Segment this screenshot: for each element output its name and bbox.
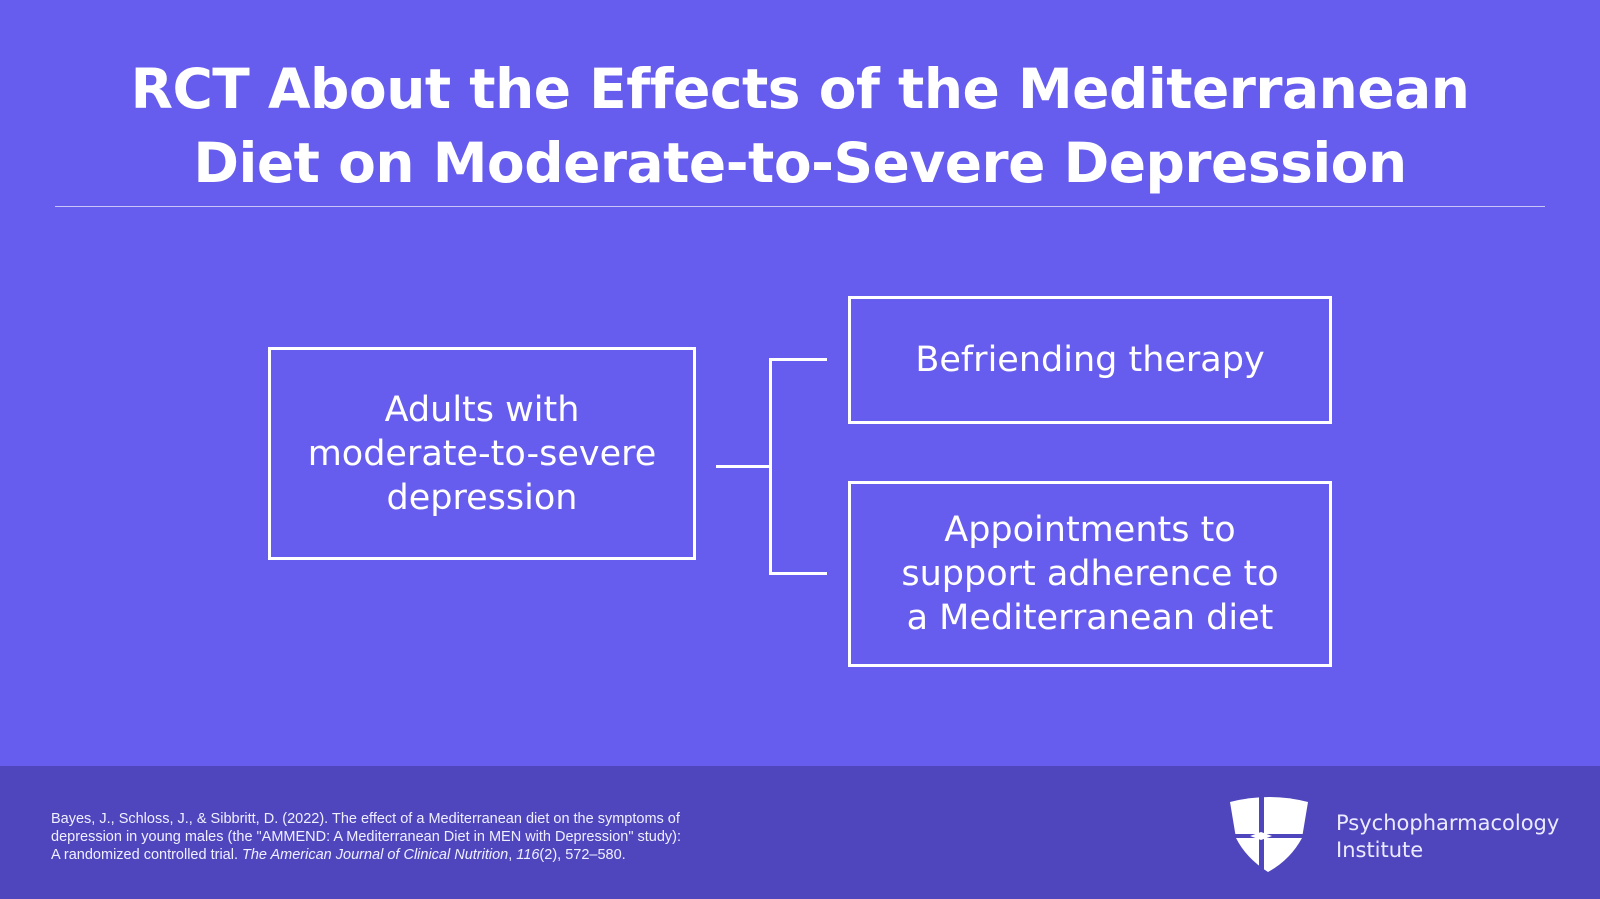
- population-line-3: depression: [386, 477, 578, 518]
- citation-line-2: depression in young males (the "AMMEND: …: [51, 829, 682, 845]
- citation-line-3: A randomized controlled trial. The Ameri…: [51, 846, 731, 864]
- connector-top: [769, 358, 827, 361]
- arm2-line-1: Appointments to: [944, 510, 1236, 550]
- journal-pages: (2), 572–580.: [539, 847, 626, 863]
- footer: Bayes, J., Schloss, J., & Sibbritt, D. (…: [0, 766, 1600, 899]
- population-box: Adults with moderate-to-severe depressio…: [268, 347, 696, 560]
- connector-stem: [716, 465, 771, 468]
- arm-befriending-box: Befriending therapy: [848, 296, 1332, 424]
- journal-volume: 116: [516, 847, 540, 863]
- journal-name: The American Journal of Clinical Nutriti…: [242, 847, 509, 863]
- citation-comma: ,: [508, 847, 517, 863]
- arm-mediterranean-box: Appointments to support adherence to a M…: [848, 481, 1332, 667]
- logo-line-2: Institute: [1336, 838, 1424, 862]
- citation-line-1: Bayes, J., Schloss, J., & Sibbritt, D. (…: [51, 811, 680, 827]
- title-line-1: RCT About the Effects of the Mediterrane…: [130, 57, 1470, 121]
- population-line-2: moderate-to-severe: [307, 433, 657, 474]
- title-divider: [55, 206, 1545, 207]
- arm2-line-3: a Mediterranean diet: [906, 598, 1274, 638]
- arm-befriending-label: Befriending therapy: [915, 340, 1265, 380]
- population-line-1: Adults with: [384, 389, 580, 430]
- citation: Bayes, J., Schloss, J., & Sibbritt, D. (…: [51, 810, 731, 864]
- connector-vertical: [769, 358, 772, 575]
- page-title: RCT About the Effects of the Mediterrane…: [0, 52, 1600, 200]
- logo-line-1: Psychopharmacology: [1336, 811, 1560, 835]
- logo-wordmark: Psychopharmacology Institute: [1336, 810, 1559, 864]
- connector-bottom: [769, 572, 827, 575]
- arm2-line-2: support adherence to: [901, 554, 1279, 594]
- citation-text: A randomized controlled trial.: [51, 847, 243, 863]
- title-line-2: Diet on Moderate-to-Severe Depression: [193, 131, 1407, 195]
- shield-logo-icon: [1228, 794, 1310, 874]
